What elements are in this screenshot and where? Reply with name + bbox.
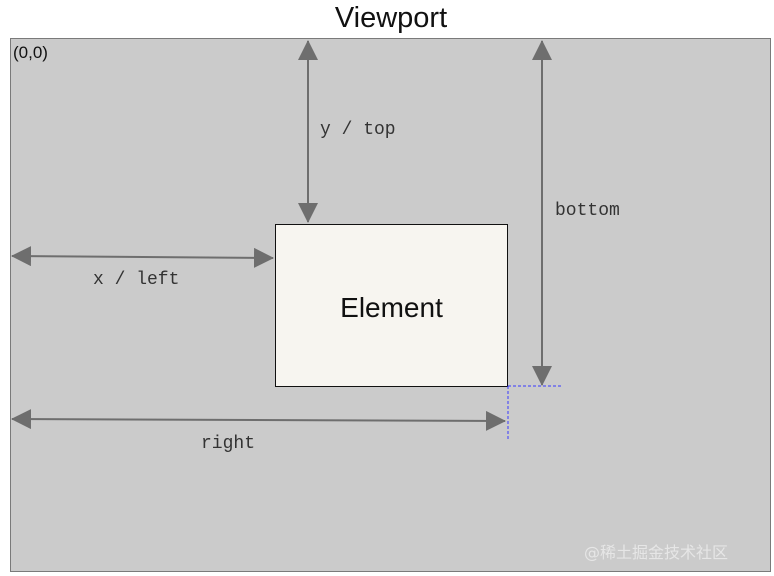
element-label: Element bbox=[340, 291, 443, 323]
watermark: @稀土掘金技术社区 bbox=[584, 543, 729, 562]
bottom-label: bottom bbox=[555, 201, 620, 221]
left-label: x / left bbox=[93, 270, 180, 290]
top-label: y / top bbox=[320, 120, 396, 140]
right-label: right bbox=[201, 434, 256, 454]
element-box: Element bbox=[275, 224, 508, 387]
origin-label: (0,0) bbox=[13, 43, 48, 62]
viewport-title: Viewport bbox=[334, 2, 448, 34]
left-arrow bbox=[11, 246, 274, 268]
right-arrow bbox=[11, 409, 506, 431]
